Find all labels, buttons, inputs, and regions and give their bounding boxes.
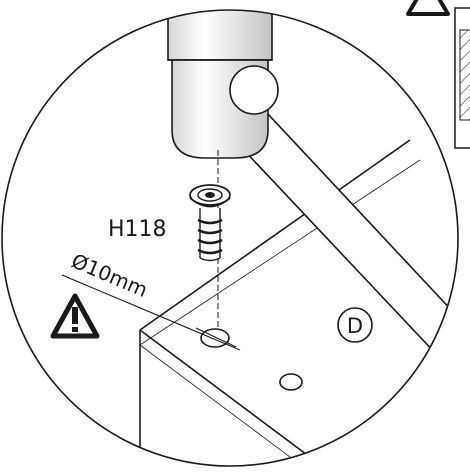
- diameter-dimension: [61, 274, 241, 351]
- magnifier-circle: [1, 9, 459, 467]
- threaded-insert: [189, 184, 231, 262]
- marker-d: D: [337, 307, 373, 343]
- part-code-label: H118: [108, 217, 167, 242]
- workpiece-block: [139, 139, 458, 466]
- warning-triangle-icon: [50, 293, 100, 339]
- tool-body: [167, 10, 279, 159]
- marker-d-label: D: [347, 314, 363, 338]
- magnified-view: D: [61, 10, 458, 466]
- detail-panel-partial: [454, 7, 470, 149]
- drill-hole-primary: [200, 328, 230, 348]
- hole-diameter-label: Ø10mm: [68, 249, 151, 302]
- drill-hole-secondary: [279, 373, 303, 391]
- warning-triangle-icon: [406, 0, 450, 16]
